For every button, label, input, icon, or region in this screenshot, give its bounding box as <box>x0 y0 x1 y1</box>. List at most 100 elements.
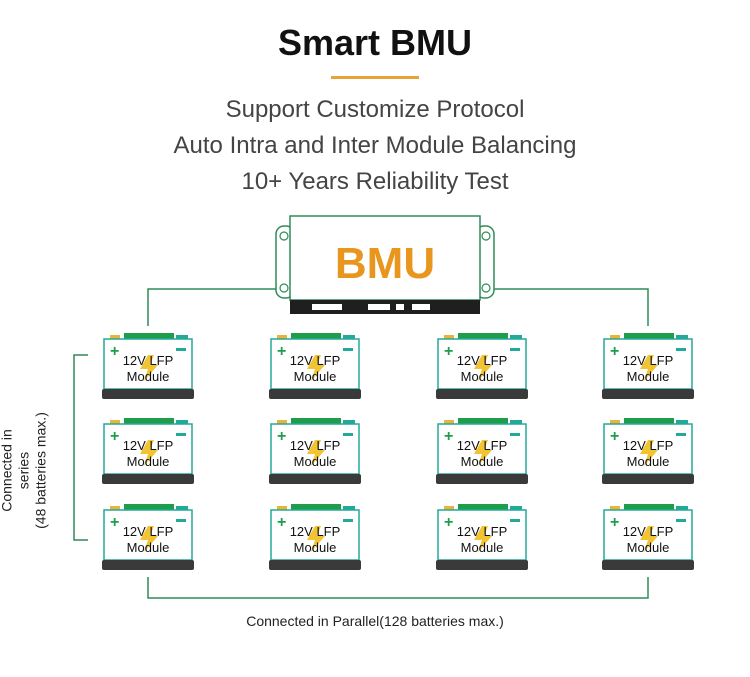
minus-icon <box>510 348 520 351</box>
battery-terminal-neg <box>676 420 688 424</box>
battery-base <box>436 560 528 570</box>
battery-label-line2: Module <box>294 454 337 469</box>
battery-base <box>602 389 694 399</box>
battery-terminal-neg <box>676 506 688 510</box>
plus-icon: + <box>610 428 619 445</box>
battery-terminal-pos <box>610 420 620 424</box>
battery-terminal-pos <box>444 420 454 424</box>
battery-terminal-cap <box>124 333 174 339</box>
lightning-icon <box>640 440 658 466</box>
plus-icon: + <box>110 343 119 360</box>
battery-terminal-cap <box>458 504 508 510</box>
minus-icon <box>676 433 686 436</box>
title-underline <box>331 76 419 79</box>
battery-base <box>102 560 194 570</box>
battery-terminal-cap <box>291 333 341 339</box>
bmu-port <box>412 304 430 310</box>
battery-terminal-neg <box>176 335 188 339</box>
right-bmu-line <box>480 288 649 326</box>
lightning-icon <box>640 526 658 552</box>
series-bracket-line <box>73 354 88 541</box>
battery-label-line1: 12V LFP <box>123 438 174 453</box>
battery-terminal-cap <box>458 418 508 424</box>
bmu-screw-hole <box>481 231 491 241</box>
battery-terminal-pos <box>610 506 620 510</box>
battery-terminal-neg <box>343 335 355 339</box>
minus-icon <box>176 348 186 351</box>
battery-label-line2: Module <box>294 369 337 384</box>
battery-label-line1: 12V LFP <box>457 353 508 368</box>
plus-icon: + <box>110 428 119 445</box>
battery-terminal-neg <box>176 420 188 424</box>
feature-list: Support Customize Protocol Auto Intra an… <box>0 92 750 200</box>
battery-terminal-neg <box>343 506 355 510</box>
battery-terminal-cap <box>458 333 508 339</box>
plus-icon: + <box>444 343 453 360</box>
battery-terminal-cap <box>624 504 674 510</box>
battery-terminal-pos <box>277 420 287 424</box>
left-bmu-line <box>147 288 290 326</box>
battery-terminal-neg <box>343 420 355 424</box>
series-label: Connected in series (48 batteries max.) <box>0 411 50 531</box>
battery-base <box>436 474 528 484</box>
parallel-label: Connected in Parallel(128 batteries max.… <box>246 613 504 629</box>
battery-terminal-cap <box>624 333 674 339</box>
minus-icon <box>510 519 520 522</box>
battery-terminal-cap <box>124 504 174 510</box>
battery-label-line1: 12V LFP <box>623 438 674 453</box>
battery-label-line1: 12V LFP <box>290 353 341 368</box>
series-label-line1: Connected in series <box>0 429 32 512</box>
series-label-line2: (48 batteries max.) <box>32 412 49 529</box>
minus-icon <box>343 519 353 522</box>
battery-terminal-neg <box>510 506 522 510</box>
battery-terminal-cap <box>124 418 174 424</box>
bmu-label: BMU <box>335 239 435 288</box>
lightning-icon <box>140 526 158 552</box>
lightning-icon <box>640 355 658 381</box>
battery-terminal-pos <box>610 335 620 339</box>
battery-label-line1: 12V LFP <box>457 438 508 453</box>
lightning-icon <box>474 526 492 552</box>
minus-icon <box>343 433 353 436</box>
plus-icon: + <box>444 514 453 531</box>
battery-label-line2: Module <box>627 454 670 469</box>
bmu-port <box>396 304 404 310</box>
bmu-port <box>368 304 390 310</box>
connection-lines <box>73 288 649 599</box>
bmu-body <box>289 215 481 301</box>
battery-label-line2: Module <box>294 540 337 555</box>
parallel-bottom-line <box>147 577 649 599</box>
battery-base <box>102 389 194 399</box>
battery-base <box>269 389 361 399</box>
bmu-device: BMU <box>275 215 495 314</box>
battery-base <box>269 560 361 570</box>
battery-terminal-pos <box>110 506 120 510</box>
plus-icon: + <box>277 428 286 445</box>
battery-terminal-pos <box>110 335 120 339</box>
lightning-icon <box>140 440 158 466</box>
minus-icon <box>676 348 686 351</box>
minus-icon <box>510 433 520 436</box>
lightning-icon <box>140 355 158 381</box>
lightning-icon <box>307 526 325 552</box>
battery-terminal-pos <box>444 335 454 339</box>
battery-base <box>602 560 694 570</box>
minus-icon <box>676 519 686 522</box>
bmu-screw-hole <box>279 283 289 293</box>
plus-icon: + <box>277 343 286 360</box>
feature-item: 10+ Years Reliability Test <box>241 168 509 195</box>
battery-terminal-pos <box>444 506 454 510</box>
plus-icon: + <box>277 514 286 531</box>
battery-label-line2: Module <box>127 454 170 469</box>
battery-label-line1: 12V LFP <box>623 353 674 368</box>
